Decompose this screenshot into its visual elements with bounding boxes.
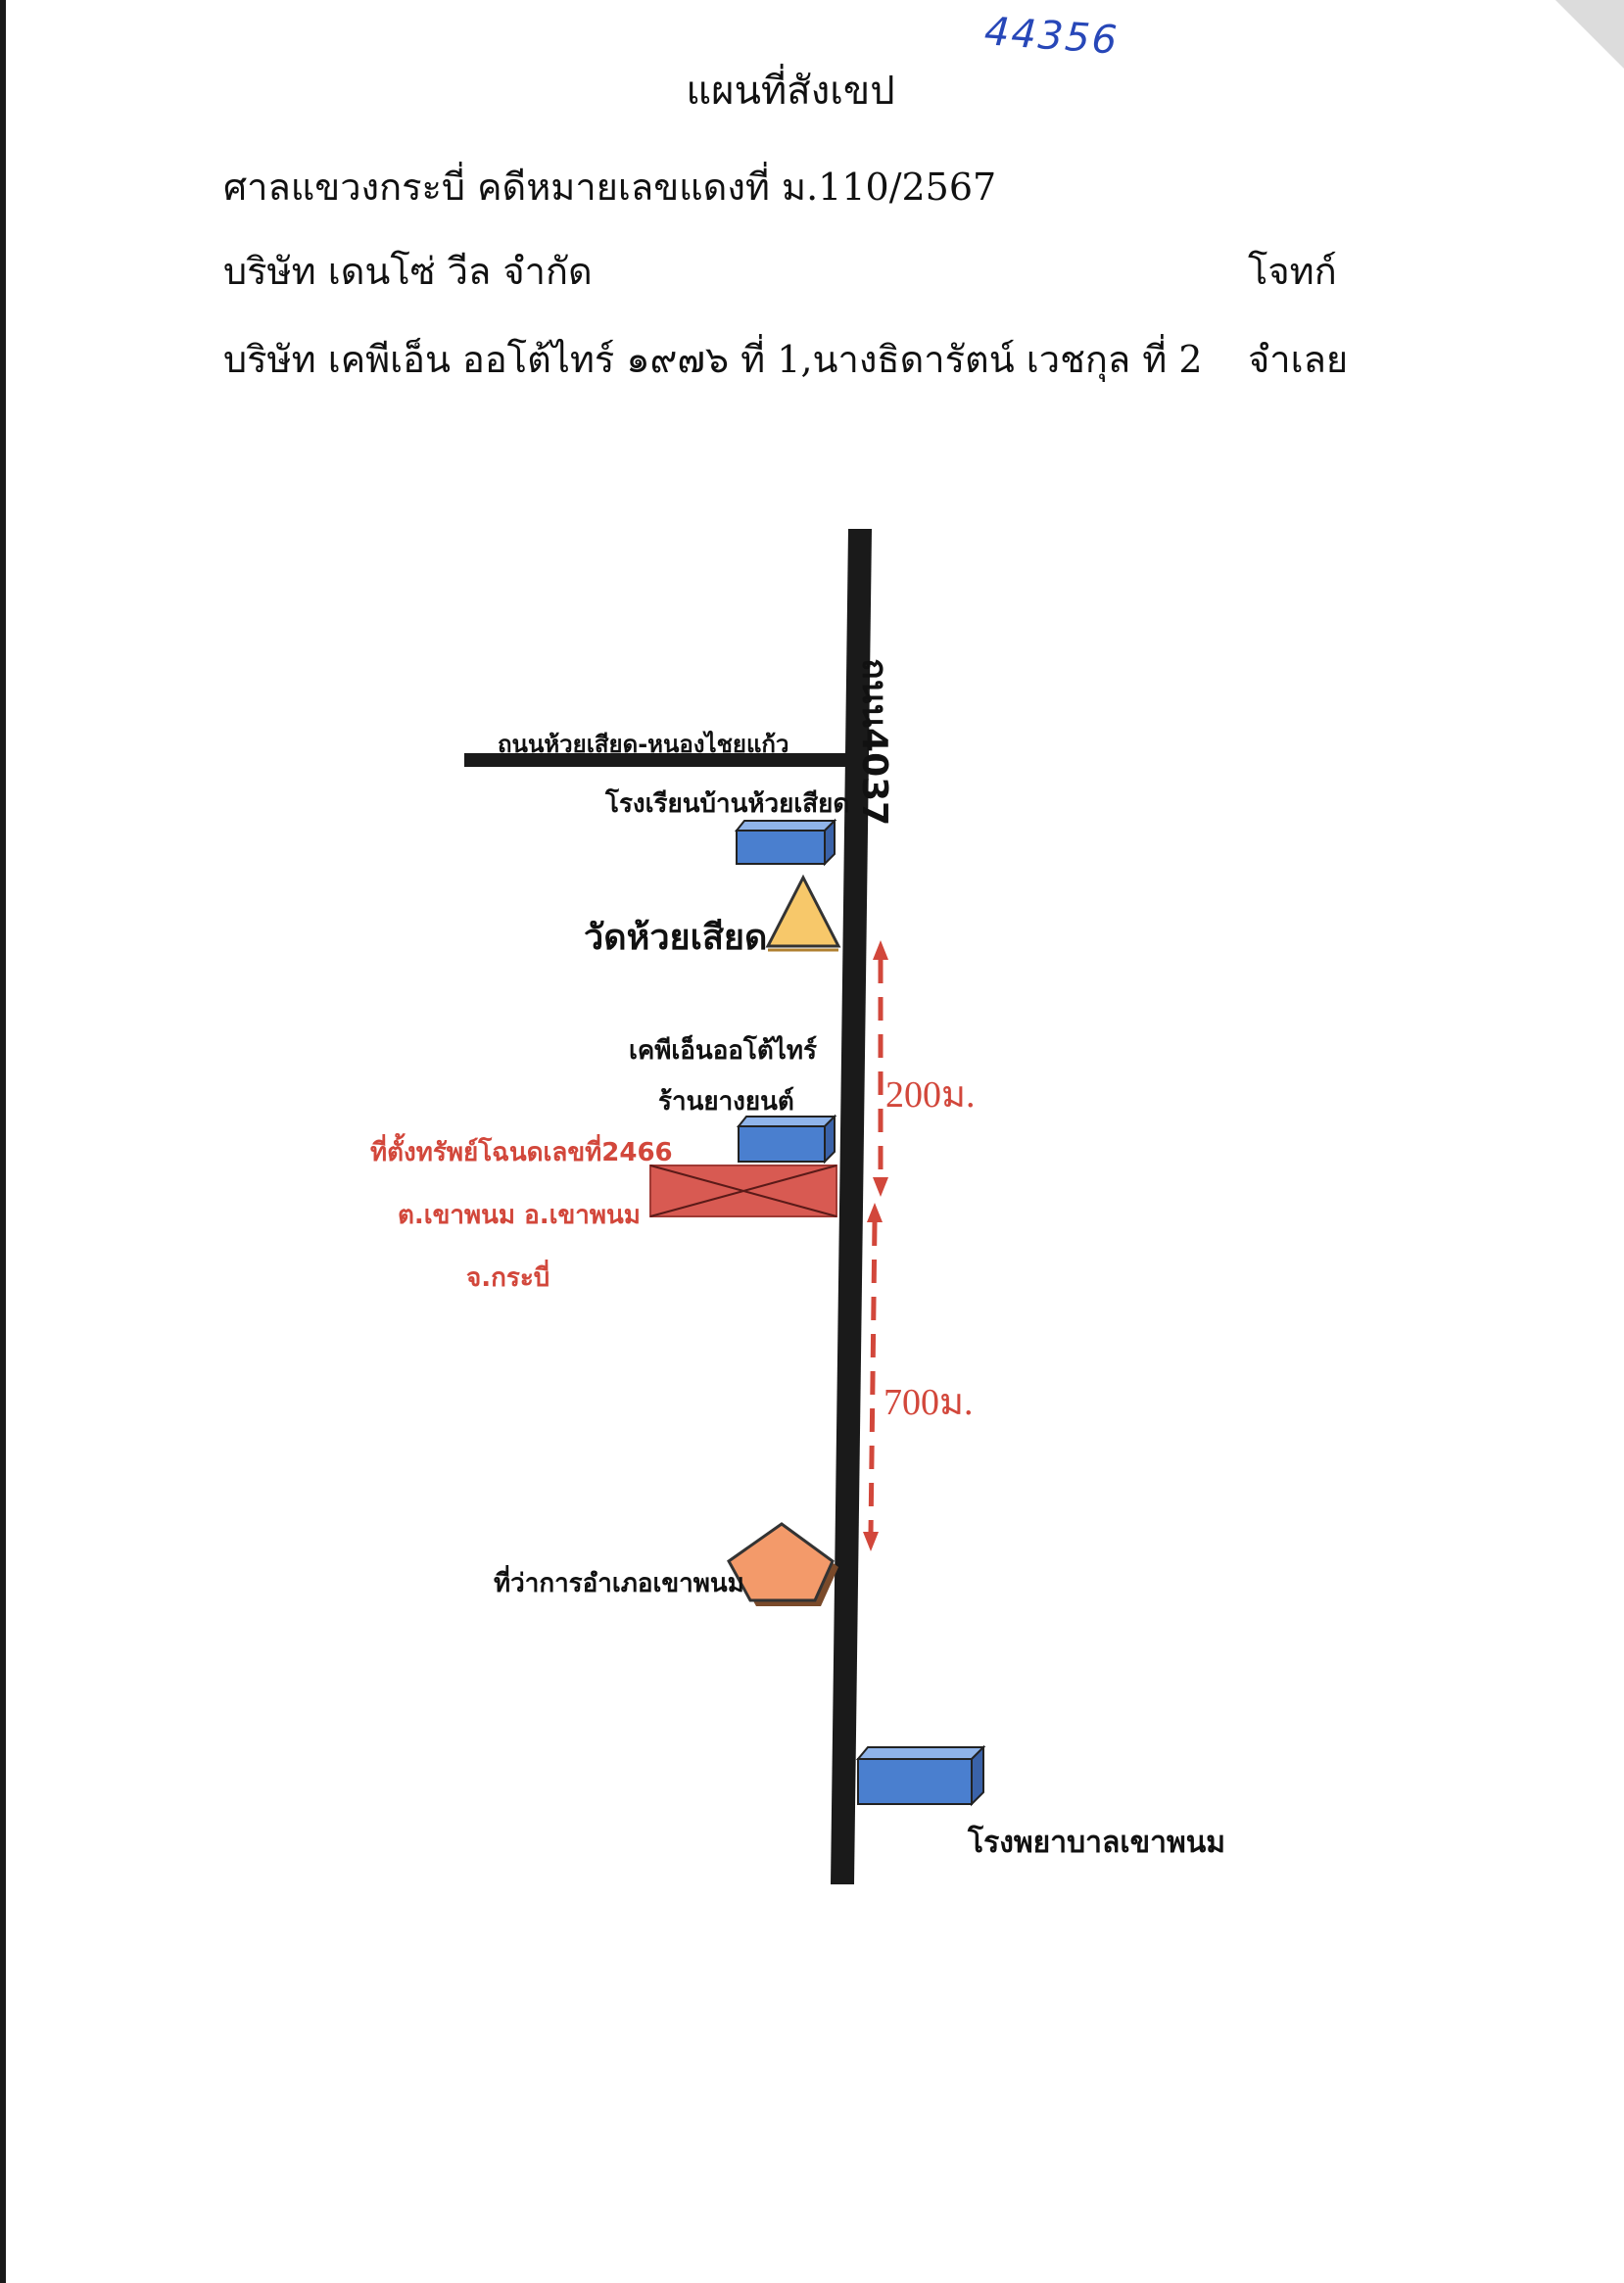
temple-label: วัดห้วยเสียด [584, 918, 768, 958]
property-label-line1: ที่ตั้งทรัพย์โฉนดเลขที่2466 [370, 1138, 673, 1167]
side-road-name: ถนนห้วยเสียด-หนองไชยแก้ว [498, 731, 789, 758]
distance-arrow-lower [863, 1203, 883, 1551]
property-label-line3: จ.กระบี่ [466, 1263, 550, 1293]
defendant-role: จำเลย [1248, 338, 1349, 381]
distance-label-upper: 200ม. [885, 1074, 976, 1116]
school-building-icon [734, 818, 837, 867]
temple-icon [765, 874, 841, 948]
document-title: แผนที่สังเขป [686, 69, 895, 114]
shop-building-icon [736, 1114, 837, 1165]
side-road [464, 753, 848, 767]
plaintiff-name: บริษัท เดนโซ่ วีล จำกัด [223, 250, 593, 293]
shop-label-line1: เคพีเอ็นออโต้ไทร์ [629, 1036, 817, 1066]
shop-label-line2: ร้านยางยนต์ [658, 1087, 794, 1117]
district-office-label: ที่ว่าการอำเภอเขาพนม [494, 1569, 744, 1598]
property-label-line2: ต.เขาพนม อ.เขาพนม [398, 1201, 641, 1230]
plaintiff-role: โจทก์ [1248, 250, 1337, 293]
main-road-name: ถนน4037 [854, 658, 894, 827]
scan-edge-shadow [0, 0, 6, 2283]
distance-label-lower: 700ม. [884, 1382, 974, 1423]
district-office-icon [727, 1522, 838, 1606]
hospital-label: โรงพยาบาลเขาพนม [968, 1826, 1226, 1860]
school-label: โรงเรียนบ้านห้วยเสียด [605, 789, 850, 819]
scan-corner-fold [1555, 0, 1624, 69]
court-case-line: ศาลแขวงกระบี่ คดีหมายเลขแดงที่ ม.110/256… [223, 166, 997, 209]
defendant-name: บริษัท เคพีเอ็น ออโต้ไทร์ ๑๙๗๖ ที่ 1,นาง… [223, 338, 1203, 381]
hospital-building-icon [855, 1744, 986, 1807]
distance-arrow-upper [873, 940, 888, 1197]
main-road [831, 529, 872, 1884]
property-plot-icon [649, 1165, 837, 1217]
